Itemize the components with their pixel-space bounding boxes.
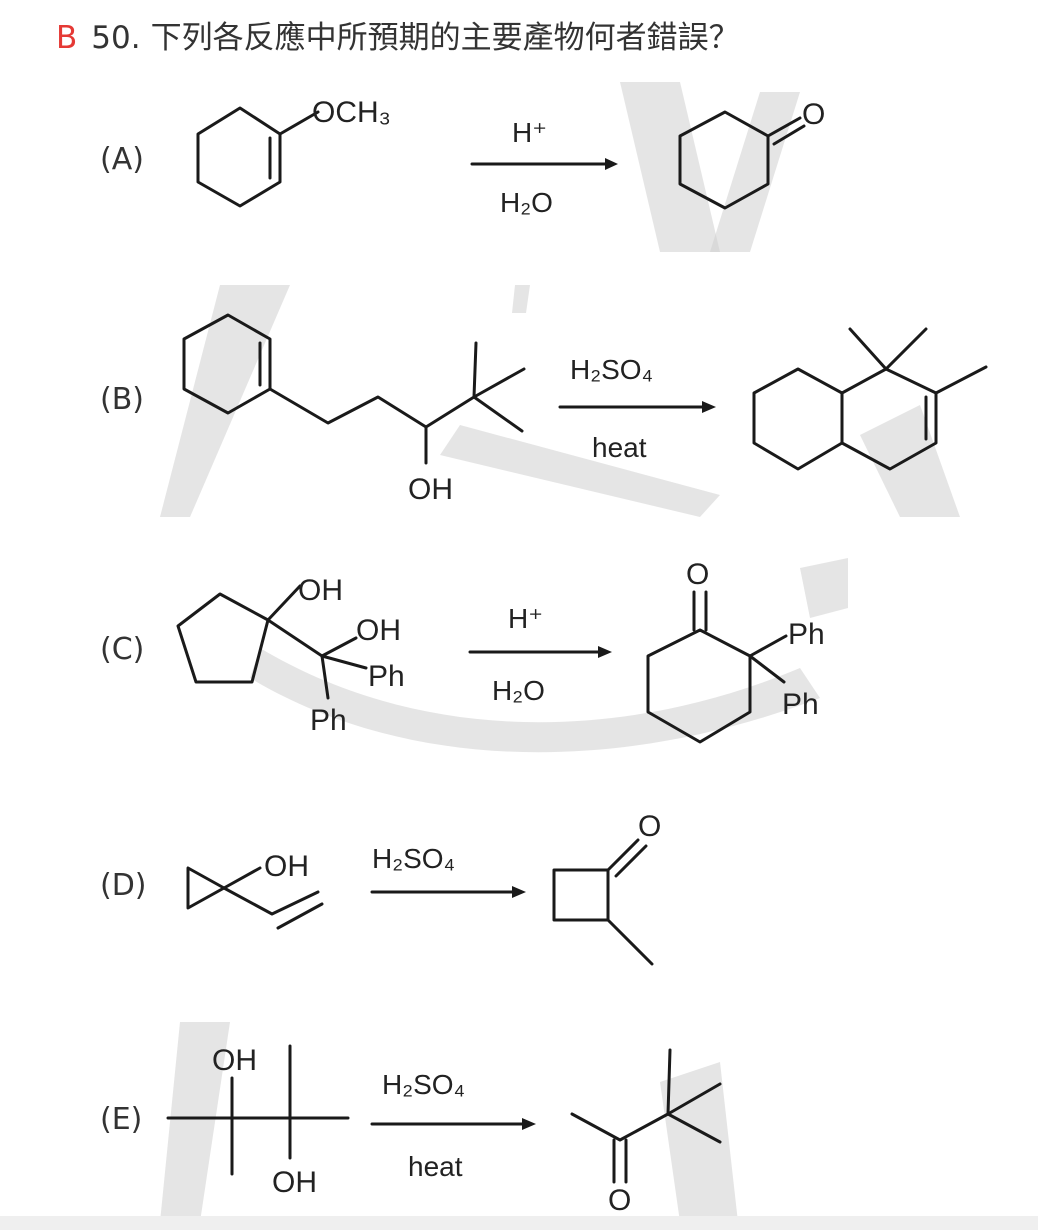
option-d-reaction: OH H₂SO₄ O: [160, 790, 692, 988]
option-b-label: (B): [100, 382, 144, 417]
answer-letter: B: [56, 20, 78, 56]
reaction-arrow: H⁺ H₂O: [468, 603, 612, 706]
carbonyl-oxygen: O: [608, 1184, 631, 1217]
carbonyl-oxygen: O: [638, 810, 661, 843]
reactant-structure: OCH₃: [196, 96, 391, 208]
product-structure: O: [678, 98, 825, 210]
option-b-reaction: OH H₂SO₄ heat: [160, 285, 1002, 517]
reagent-top: H⁺: [512, 117, 547, 148]
hydroxyl-label: OH: [408, 473, 453, 506]
watermark: [160, 285, 960, 517]
reagent-bottom: H₂O: [500, 187, 553, 218]
reagent-top: H⁺: [508, 603, 543, 634]
hydroxyl-2: OH: [272, 1166, 317, 1199]
phenyl-2: Ph: [310, 704, 347, 737]
option-c-reaction: OH OH Ph Ph H⁺ H₂O O Ph Ph: [160, 548, 848, 760]
phenyl-1: Ph: [368, 660, 405, 693]
option-a-label: (A): [100, 142, 144, 177]
reactant-structure: OH: [186, 850, 324, 930]
reaction-arrow: H₂SO₄: [370, 843, 526, 898]
option-c-label: (C): [100, 632, 145, 667]
watermark: [250, 558, 848, 753]
product-structure: O: [552, 810, 661, 966]
methoxy-label: OCH₃: [312, 96, 391, 129]
reaction-arrow: H⁺ H₂O: [470, 117, 618, 218]
option-e-label: (E): [100, 1102, 143, 1137]
carbonyl-oxygen: O: [686, 558, 709, 591]
reactant-structure: OH OH Ph Ph: [176, 574, 405, 737]
carbonyl-oxygen: O: [802, 98, 825, 131]
hydroxyl-1: OH: [212, 1044, 257, 1077]
watermark: [160, 1022, 738, 1222]
option-e-reaction: OH OH H₂SO₄ heat O: [160, 1022, 738, 1222]
question-header: B 50.下列各反應中所預期的主要產物何者錯誤？: [56, 12, 740, 57]
reactant-structure: OH OH: [166, 1044, 350, 1199]
reactant-structure: OH: [182, 313, 526, 506]
reagent-top: H₂SO₄: [382, 1069, 465, 1100]
product-phenyl-2: Ph: [782, 688, 819, 721]
reagent-top: H₂SO₄: [372, 843, 455, 874]
question-text: 下列各反應中所預期的主要產物何者錯誤？: [150, 20, 740, 56]
option-d-label: (D): [100, 868, 147, 903]
reagent-top: H₂SO₄: [570, 354, 653, 385]
hydroxyl-label: OH: [264, 850, 309, 883]
reaction-arrow: H₂SO₄ heat: [558, 354, 716, 463]
product-structure: O Ph Ph: [646, 558, 825, 744]
hydroxyl-1: OH: [298, 574, 343, 607]
reaction-arrow: H₂SO₄ heat: [370, 1069, 536, 1182]
reagent-bottom: H₂O: [492, 675, 545, 706]
reagent-bottom: heat: [408, 1151, 463, 1182]
hydroxyl-2: OH: [356, 614, 401, 647]
product-phenyl-1: Ph: [788, 618, 825, 651]
product-structure: [752, 327, 988, 471]
option-a-reaction: OCH₃ H⁺ H₂O O: [160, 72, 854, 252]
product-structure: O: [570, 1048, 722, 1217]
watermark: [620, 82, 800, 252]
bottom-scroll-area: [0, 1216, 1038, 1230]
question-number: 50.: [91, 20, 141, 56]
reagent-bottom: heat: [592, 432, 647, 463]
